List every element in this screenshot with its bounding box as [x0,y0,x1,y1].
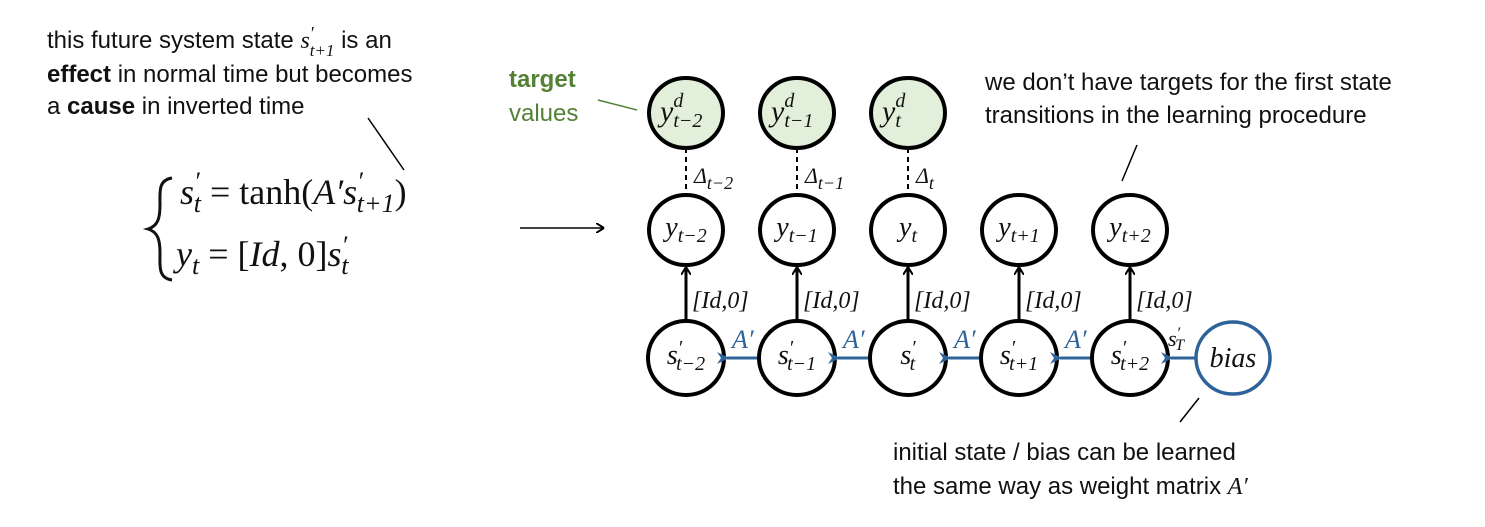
svg-text:the same way as weight matrix: the same way as weight matrix A′ [893,473,1248,500]
svg-text:initial state / bias can be le: initial state / bias can be learned [893,439,1236,466]
transition-label: A′ [730,325,754,354]
readout-label: [Id,0] [1136,288,1193,314]
bias-edge-label: s′T [1168,325,1185,354]
output-node [758,193,836,267]
readout-label: [Id,0] [1025,288,1082,314]
output-node-label: yt [896,212,917,247]
svg-text:effect in normal time but beco: effect in normal time but becomes [47,61,413,88]
delta-label: Δt−2 [693,163,733,193]
state-node-label: s′t+1 [1000,337,1038,375]
delta-label: Δt [915,163,935,193]
output-node-label: yt−1 [773,212,818,247]
svg-text:target: target [509,66,576,93]
output-node-label: yt+1 [995,212,1040,247]
readout-label: [Id,0] [914,288,971,314]
target-node [647,76,725,150]
svg-text:transitions in the learning pr: transitions in the learning procedure [985,102,1367,129]
target-node [869,76,947,150]
target-values-label: target values [509,66,638,127]
bias-node-label: bias [1210,343,1257,374]
target-node [758,76,836,150]
pointer-line [367,117,405,171]
svg-text:a cause in inverted time: a cause in inverted time [47,93,304,120]
output-node [980,193,1058,267]
brace [142,176,173,282]
delta-label: Δt−1 [804,163,844,193]
output-node [1091,193,1169,267]
state-node-label: s′t+2 [1111,337,1149,375]
output-node [869,193,947,267]
svg-text:this future system state s′t+1: this future system state s′t+1 is an [47,23,392,60]
readout-label: [Id,0] [803,288,860,314]
no-targets-note: we don’t have targets for the first stat… [984,69,1392,182]
transition-label: A′ [952,325,976,354]
state-equations: s′t = tanh(A′s′t+1) yt = [Id, 0]s′t [142,167,407,282]
state-node-label: s′t−1 [778,337,816,375]
output-node-label: yt+2 [1106,212,1151,247]
readout-label: [Id,0] [692,288,749,314]
output-node-label: yt−2 [662,212,707,247]
output-node [647,193,725,267]
svg-text:values: values [509,100,578,127]
state-node-label: s′t−2 [667,337,705,375]
svg-text:s′t = tanh(A′s′t+1): s′t = tanh(A′s′t+1) [180,167,407,218]
future-state-note: this future system state s′t+1 is an eff… [47,23,413,171]
transition-label: A′ [841,325,865,354]
state-node-label: s′t [900,337,916,375]
svg-text:we don’t have targets for the: we don’t have targets for the first stat… [984,69,1392,96]
svg-text:yt = [Id, 0]s′t: yt = [Id, 0]s′t [173,231,349,280]
bias-node [1194,320,1272,396]
transition-label: A′ [1063,325,1087,354]
bias-note: initial state / bias can be learned the … [893,397,1248,500]
